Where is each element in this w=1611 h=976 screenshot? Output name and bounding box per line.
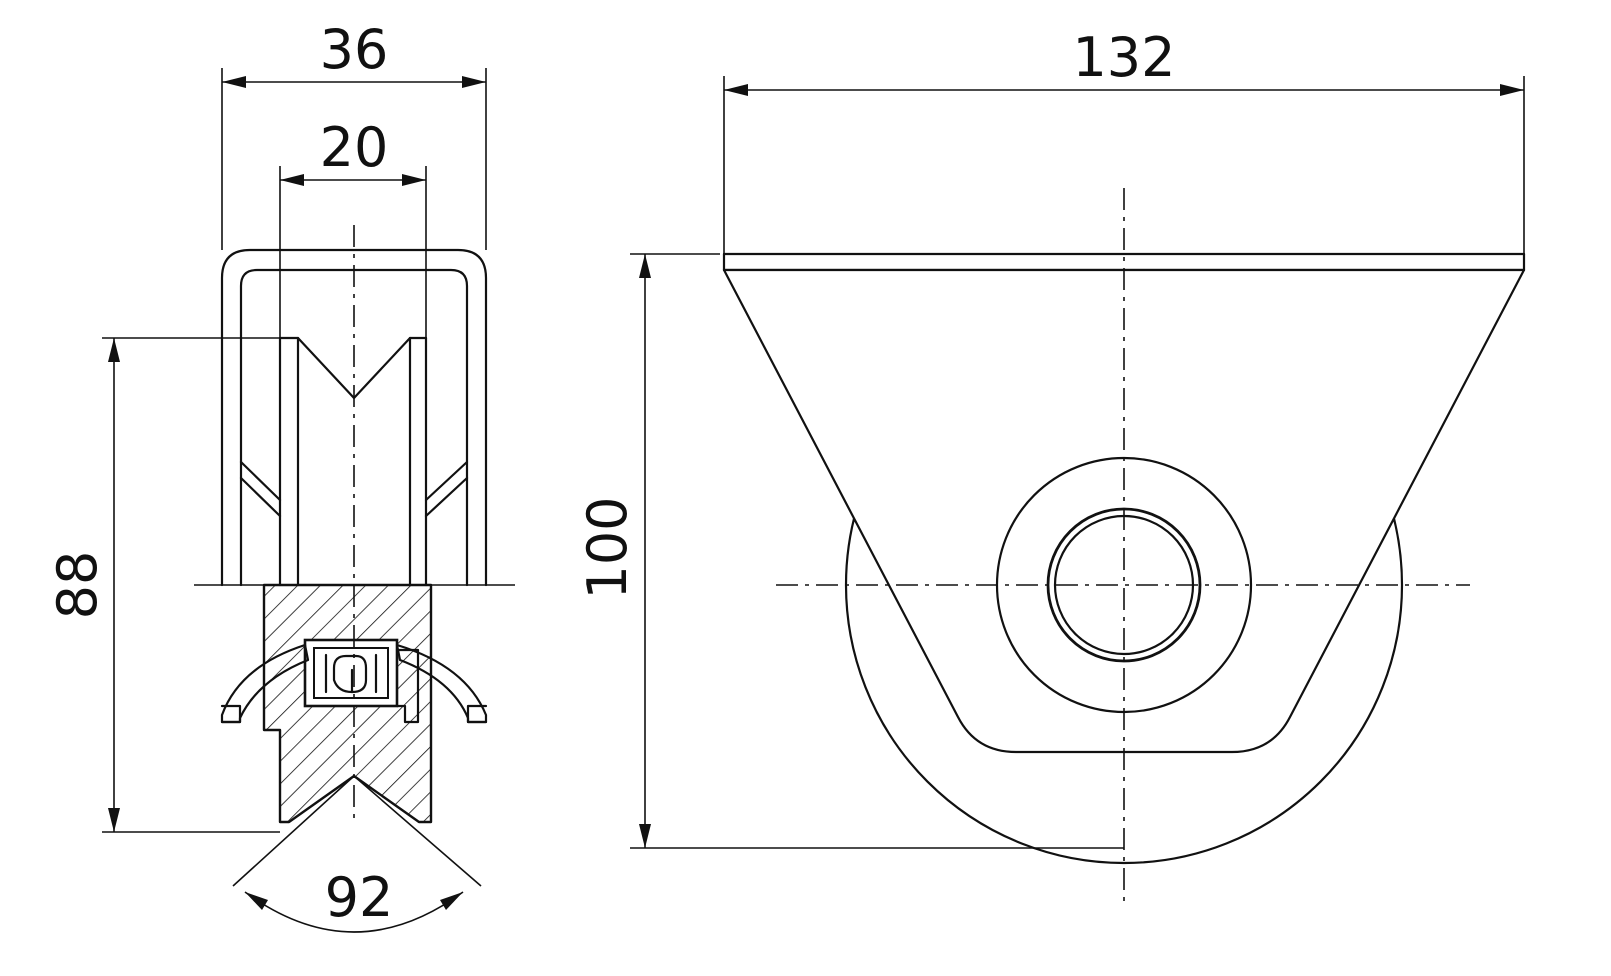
dim-88-arrow-top [108,338,120,362]
dim-92-label: 92 [325,866,394,929]
dim-132-label: 132 [1072,26,1175,89]
left-chamfer-line-b [239,476,282,518]
dim-132-arrow-left [724,84,748,96]
dim-88-label: 88 [46,551,109,620]
right-chamfer-line-b [424,476,469,518]
dim-100-label: 100 [576,496,639,599]
v-groove-profile [278,336,428,400]
right-shield-flange [466,704,488,724]
right-spacer-block [395,648,420,724]
left-chamfer-line-a [239,460,282,502]
side-view: 36 20 88 92 [46,18,515,933]
bracket-outer-outline [220,248,488,587]
left-shield-washer [220,643,310,724]
dim-92-arrow-left [245,892,268,910]
dim-36-arrow-left [222,76,246,88]
dim-92-extension-right [353,775,482,887]
dim-20-arrow-right [402,174,426,186]
dim-132-arrow-right [1500,84,1524,96]
dim-100-arrow-bottom [639,824,651,848]
bearing-ball [332,654,368,694]
dim-92-extension-left [232,775,355,887]
dim-88-arrow-bottom [108,808,120,832]
dim-92-arc [244,891,464,933]
front-view: 132 100 [576,26,1526,905]
left-shield-flange [220,704,242,724]
dim-20-label: 20 [320,116,389,179]
right-chamfer-line-a [424,460,469,502]
dim-36-arrow-right [462,76,486,88]
dim-100-arrow-top [639,254,651,278]
dim-20-arrow-left [280,174,304,186]
dim-92-arrow-right [440,892,463,910]
dim-36-label: 36 [320,18,389,81]
